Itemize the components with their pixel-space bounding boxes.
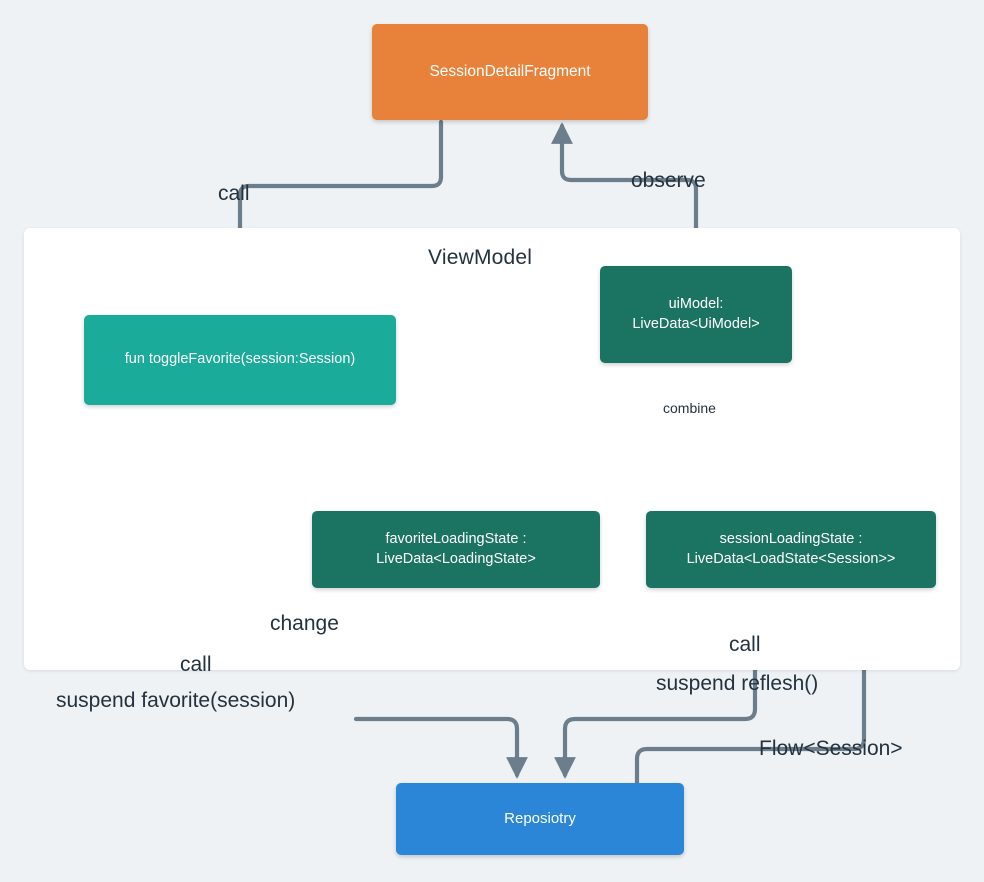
node-session-loading-state[interactable]: sessionLoadingState : LiveData<LoadState… bbox=[646, 511, 936, 588]
edge-label-call-toggle-to-repo: call bbox=[180, 653, 212, 676]
edge-label-observe: observe bbox=[631, 169, 706, 192]
node-favorite-loading-state-label: favoriteLoadingState : LiveData<LoadingS… bbox=[376, 530, 536, 567]
edge-label-suspend-reflesh: suspend reflesh() bbox=[656, 672, 819, 695]
edge-label-flow-session: Flow<Session> bbox=[759, 737, 903, 760]
node-repository-label: Reposiotry bbox=[504, 809, 576, 827]
node-favorite-loading-state[interactable]: favoriteLoadingState : LiveData<LoadingS… bbox=[312, 511, 600, 588]
node-ui-model[interactable]: uiModel: LiveData<UiModel> bbox=[600, 266, 792, 363]
node-session-detail-fragment-label: SessionDetailFragment bbox=[429, 62, 591, 80]
node-repository[interactable]: Reposiotry bbox=[396, 783, 684, 855]
edge-label-combine: combine bbox=[663, 400, 716, 416]
edge-label-call-session-to-repo: call bbox=[729, 633, 761, 656]
node-toggle-favorite-label: fun toggleFavorite(session:Session) bbox=[124, 351, 356, 368]
node-session-detail-fragment[interactable]: SessionDetailFragment bbox=[372, 24, 648, 120]
edge-label-call-fragment-to-toggle: call bbox=[218, 182, 250, 205]
viewmodel-panel bbox=[24, 228, 960, 670]
edge-label-suspend-favorite: suspend favorite(session) bbox=[56, 689, 296, 712]
edge-suspend-favorite-to-repo bbox=[353, 716, 528, 779]
edge-label-change: change bbox=[270, 612, 339, 635]
node-ui-model-label: uiModel: LiveData<UiModel> bbox=[632, 295, 760, 332]
node-session-loading-state-label: sessionLoadingState : LiveData<LoadState… bbox=[686, 530, 896, 567]
viewmodel-panel-title: ViewModel bbox=[428, 246, 533, 269]
node-toggle-favorite[interactable]: fun toggleFavorite(session:Session) bbox=[84, 315, 396, 405]
